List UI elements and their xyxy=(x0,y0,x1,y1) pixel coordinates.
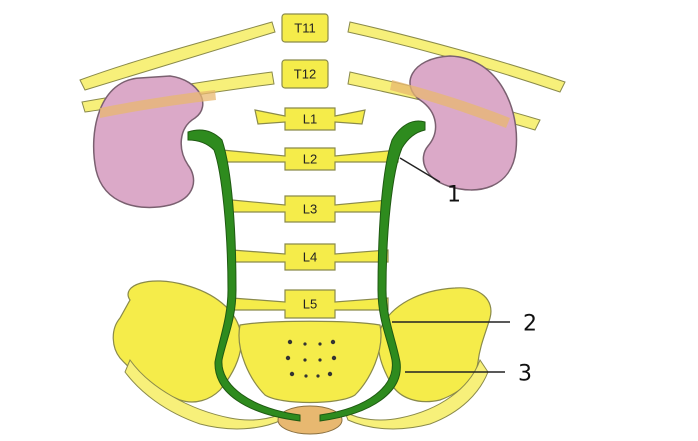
label-t11: T11 xyxy=(294,21,315,36)
callout-1: 1 xyxy=(447,183,461,208)
foramen-4 xyxy=(331,340,335,344)
vertebral-column: T11 T12 L1 L2 L3 L4 L5 xyxy=(222,14,398,318)
foramen-7 xyxy=(318,358,321,361)
foramen-3 xyxy=(318,342,321,345)
label-l3: L3 xyxy=(303,202,317,217)
label-l4: L4 xyxy=(303,250,317,265)
foramen-2 xyxy=(303,342,306,345)
label-l2: L2 xyxy=(303,152,317,167)
foramen-8 xyxy=(332,356,336,360)
foramen-5 xyxy=(286,356,290,360)
foramen-1 xyxy=(288,340,292,344)
label-t12: T12 xyxy=(294,67,316,82)
callout-2: 2 xyxy=(523,312,537,337)
pubic-symphysis xyxy=(278,406,342,434)
callout-3: 3 xyxy=(518,362,532,387)
foramen-10 xyxy=(304,374,307,377)
foramen-6 xyxy=(303,358,306,361)
foramen-9 xyxy=(290,372,294,376)
foramen-11 xyxy=(316,374,319,377)
foramen-12 xyxy=(328,372,332,376)
label-l1: L1 xyxy=(303,112,317,127)
sacrum xyxy=(239,321,381,402)
label-l5: L5 xyxy=(303,297,317,312)
